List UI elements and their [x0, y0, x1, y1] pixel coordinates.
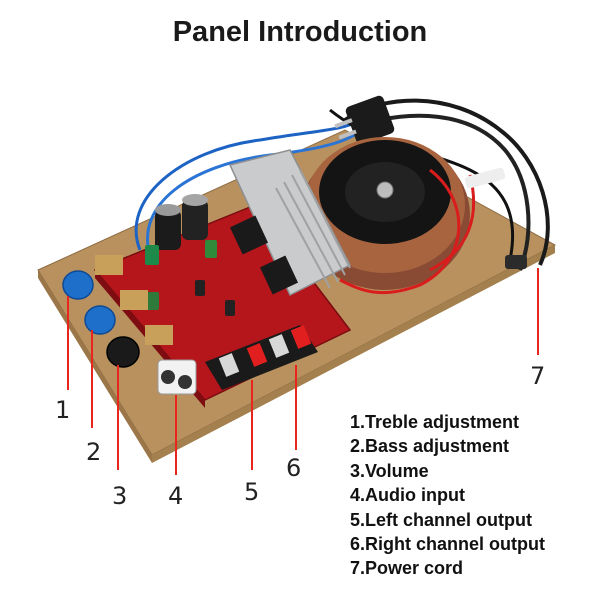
power-cord	[359, 113, 531, 271]
legend-item-power-cord: 7.Power cord	[350, 558, 464, 579]
callout-number-5: 5	[244, 478, 260, 506]
page-title: Panel Introduction	[172, 16, 428, 48]
treble-knob	[62, 255, 123, 300]
power-plug	[345, 95, 395, 145]
callout-number-7: 7	[530, 362, 546, 390]
legend-item-volume: 3.Volume	[350, 460, 429, 481]
bass-knob	[84, 290, 148, 335]
legend-item-right-output: 6.Right channel output	[350, 534, 545, 555]
blue-wire	[146, 126, 366, 256]
wooden-base-edge	[38, 270, 152, 463]
red-wire	[339, 168, 461, 295]
callout-number-3: 3	[112, 482, 128, 510]
capacitor	[182, 200, 208, 240]
legend-item-treble: 1.Treble adjustment	[350, 412, 520, 432]
transformer-bolt	[376, 181, 394, 199]
legend-item-bass: 2.Bass adjustment	[350, 436, 510, 457]
volume-knob	[106, 325, 173, 368]
blue-wire	[134, 118, 361, 251]
callout-number-1: 1	[55, 396, 71, 424]
component-legend: 1.Treble adjustment 2.Bass adjustment 3.…	[350, 410, 595, 581]
legend-item-audio-input: 4.Audio input	[350, 485, 465, 506]
heatsink	[228, 149, 352, 297]
legend-item-left-output: 5.Left channel output	[350, 509, 532, 530]
capacitor	[155, 210, 181, 250]
callout-number-2: 2	[86, 438, 102, 466]
audio-input-jack	[157, 359, 197, 395]
leader-lines	[67, 268, 539, 475]
callout-number-4: 4	[168, 482, 184, 510]
speaker-terminals	[205, 325, 318, 390]
callout-number-6: 6	[286, 454, 302, 482]
